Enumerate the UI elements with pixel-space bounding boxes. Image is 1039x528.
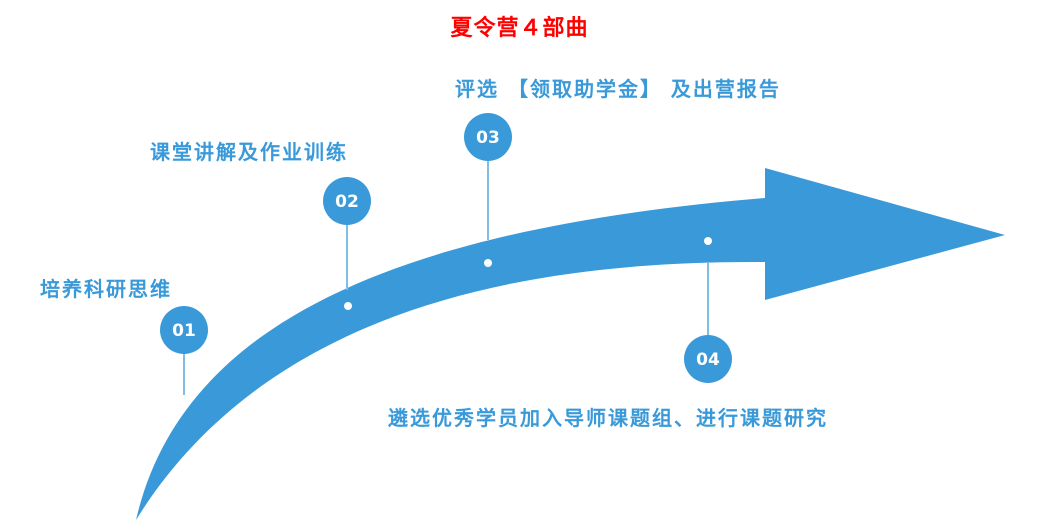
milestone-dot-4 — [704, 237, 712, 245]
diagram-title: 夏令营４部曲 — [450, 16, 589, 41]
milestone-dot-2 — [344, 302, 352, 310]
step-label-2: 课堂讲解及作业训练 — [150, 140, 348, 164]
svg-text:04: 04 — [696, 350, 720, 370]
step-label-3: 评选 【领取助学金】 及出营报告 — [455, 77, 781, 101]
milestone-dot-3 — [484, 259, 492, 267]
step-badge-2: 02 — [323, 177, 371, 225]
step-label-1: 培养科研思维 — [40, 277, 172, 301]
step-badge-1: 01 — [160, 306, 208, 354]
svg-text:01: 01 — [172, 321, 196, 341]
step-label-4: 遴选优秀学员加入导师课题组、进行课题研究 — [388, 406, 828, 430]
step-badge-4: 04 — [684, 335, 732, 383]
svg-text:03: 03 — [476, 128, 500, 148]
svg-text:02: 02 — [335, 192, 359, 212]
step-badge-3: 03 — [464, 113, 512, 161]
growth-arrow-body — [136, 168, 1005, 520]
